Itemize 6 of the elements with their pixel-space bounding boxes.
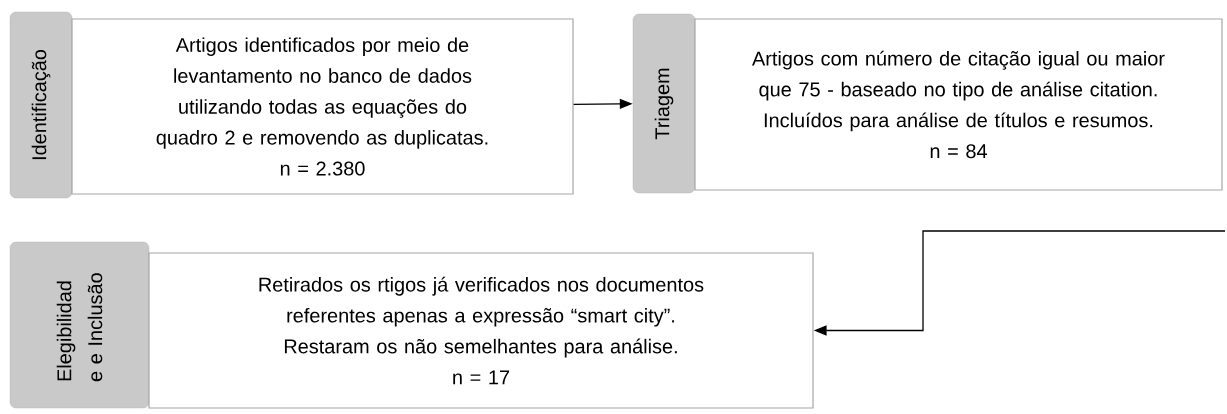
process-box: Artigos com número de citação igual ou maior que 75 - baseado no tipo de análise citation. Incluídos para análise de títulos e resumos. n = 84 <box>694 18 1223 191</box>
process-box: Artigos identificados por meio de levantamento no banco de dados utilizando todas as equações do quadro 2 e removendo as duplicatas. n = 2.380 <box>71 18 574 195</box>
tab-label: Triagem <box>632 13 696 194</box>
process-box: Retirados os rtigos já verificados nos documentos referentes apenas a expressão “smart city”. Restaram os não semelhantes para análise. n = 17 <box>148 252 814 409</box>
tab-label: Elegibilidad e e Inclusão <box>9 241 150 409</box>
tab-label: Identificação <box>9 11 73 199</box>
